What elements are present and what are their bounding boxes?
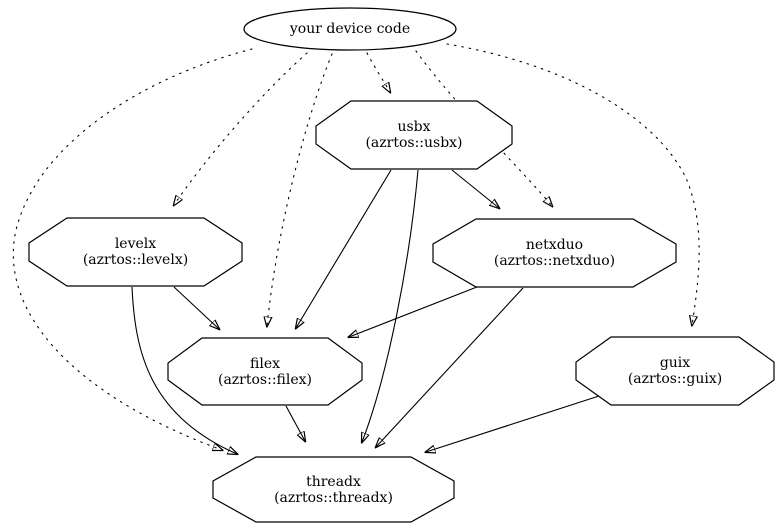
- octagon-shape: [167, 337, 363, 406]
- ellipse-shape: [243, 7, 457, 51]
- node-usbx: usbx (azrtos::usbx): [315, 100, 513, 170]
- edge-device-usbx: [366, 52, 390, 92]
- node-filex: filex (azrtos::filex): [167, 337, 363, 406]
- node-threadx-label: threadx: [306, 473, 361, 490]
- node-guix: guix (azrtos::guix): [575, 336, 775, 406]
- node-levelx-label: levelx: [114, 236, 157, 252]
- node-netxduo-sublabel: (azrtos::netxduo): [493, 253, 616, 269]
- octagon-shape: [575, 336, 775, 406]
- node-device: your device code: [243, 7, 457, 51]
- node-usbx-label: usbx: [397, 119, 431, 135]
- node-threadx: threadx (azrtos::threadx): [212, 456, 455, 523]
- edge-filex-threadx: [285, 405, 305, 441]
- edge-usbx-filex: [296, 169, 392, 328]
- node-levelx-sublabel: (azrtos::levelx): [82, 252, 189, 268]
- node-threadx-sublabel: (azrtos::threadx): [274, 489, 393, 506]
- octagon-shape: [315, 100, 513, 170]
- edge-device-levelx: [174, 52, 308, 205]
- octagon-shape: [432, 218, 677, 288]
- edge-levelx-filex: [173, 286, 219, 329]
- node-usbx-sublabel: (azrtos::usbx): [365, 135, 463, 151]
- node-netxduo: netxduo (azrtos::netxduo): [432, 218, 677, 288]
- edge-netxduo-filex: [349, 284, 483, 337]
- node-levelx: levelx (azrtos::levelx): [28, 217, 243, 287]
- edge-levelx-threadx: [131, 286, 237, 454]
- edge-usbx-threadx: [362, 169, 419, 442]
- edge-guix-threadx: [426, 395, 600, 452]
- octagon-shape: [212, 456, 455, 523]
- edge-netxduo-threadx: [376, 287, 524, 447]
- node-netxduo-label: netxduo: [525, 237, 584, 253]
- edge-device-guix: [446, 43, 700, 325]
- node-guix-label: guix: [659, 355, 691, 371]
- node-device-label: your device code: [289, 21, 411, 37]
- octagon-shape: [28, 217, 243, 287]
- node-filex-label: filex: [250, 355, 280, 372]
- edge-usbx-netxduo: [451, 169, 499, 208]
- node-guix-sublabel: (azrtos::guix): [627, 371, 723, 387]
- node-filex-sublabel: (azrtos::filex): [217, 371, 312, 388]
- edge-device-netxduo: [415, 50, 552, 206]
